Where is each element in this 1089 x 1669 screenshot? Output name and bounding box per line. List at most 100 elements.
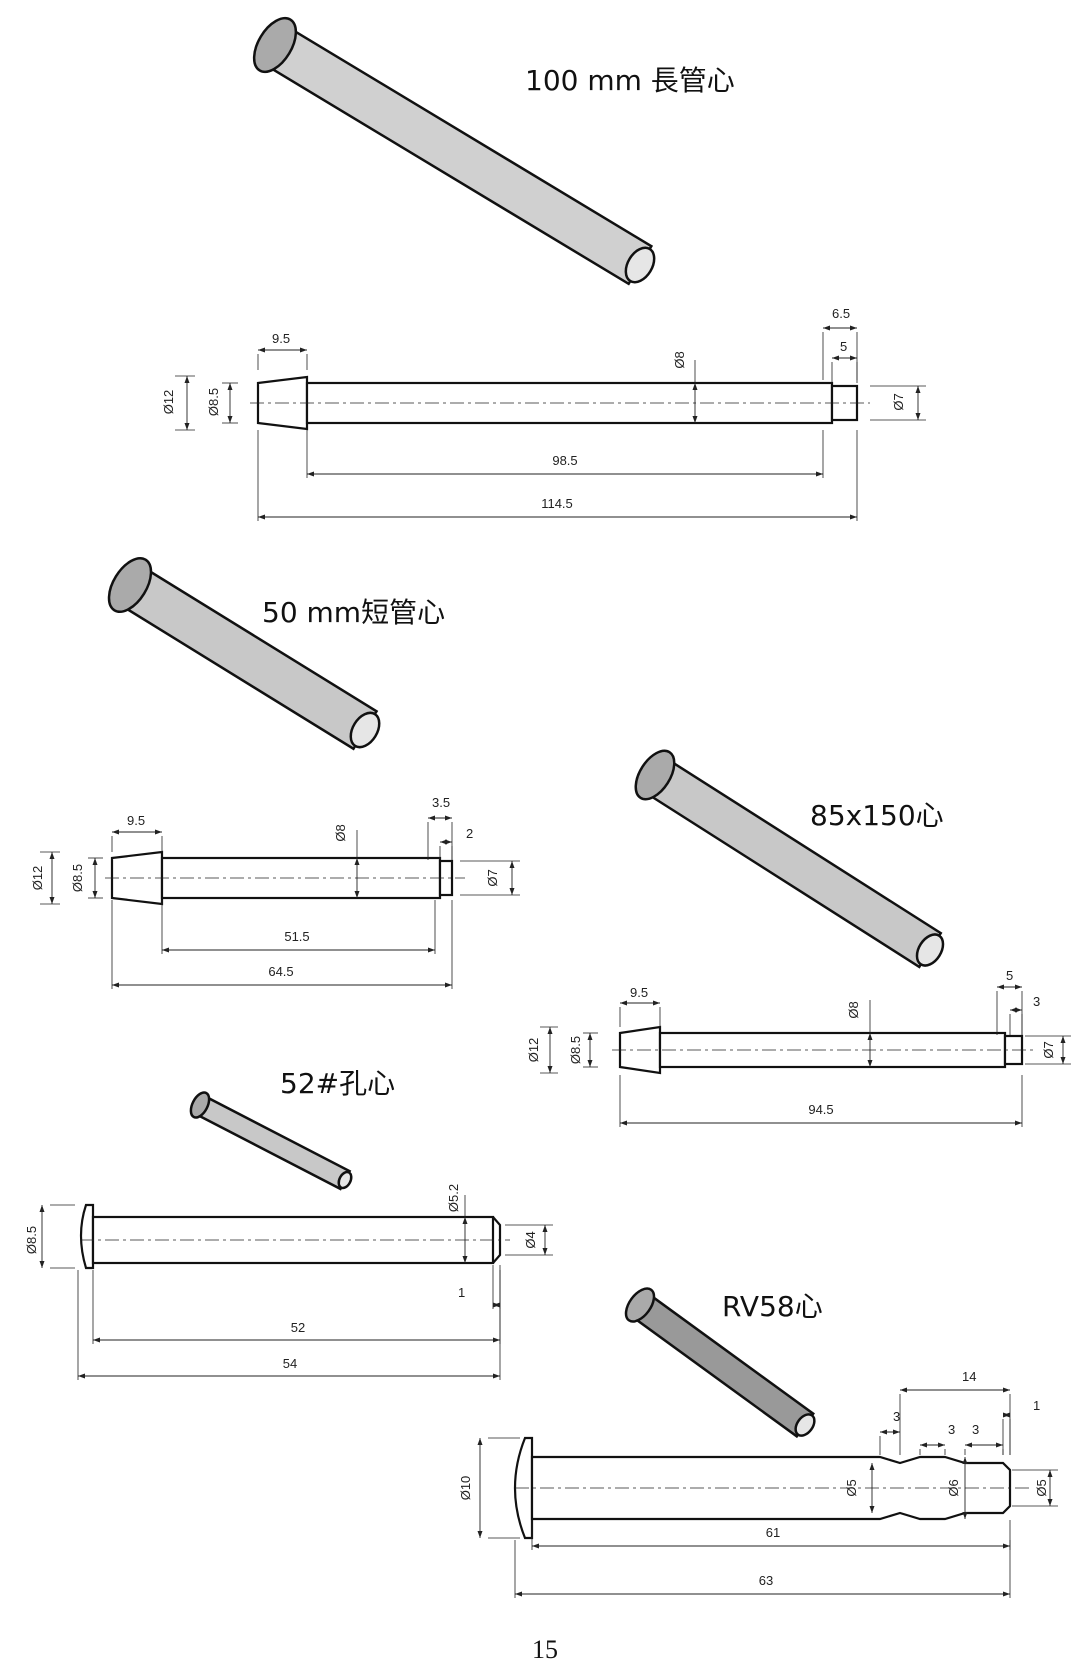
arrowhead: [915, 386, 921, 393]
dim-label: 54: [283, 1356, 297, 1371]
dim-label: 52: [291, 1320, 305, 1335]
arrowhead: [354, 858, 360, 865]
arrowhead: [493, 1337, 500, 1343]
arrowhead: [1015, 1120, 1022, 1126]
dim-label: 6.5: [832, 306, 850, 321]
arrowhead: [477, 1438, 483, 1445]
dim-label: Ø10: [458, 1476, 473, 1501]
dim-label: 3.5: [432, 795, 450, 810]
arrowhead: [1003, 1412, 1010, 1418]
arrowhead: [915, 413, 921, 420]
arrowhead: [850, 514, 857, 520]
dim-label: Ø12: [30, 866, 45, 891]
arrowhead: [542, 1225, 548, 1232]
rod-3d-long-head: [252, 16, 298, 74]
arrowhead: [532, 1543, 539, 1549]
arrowhead: [547, 1027, 553, 1034]
dim-label: 14: [962, 1369, 976, 1384]
dim-label: Ø8.5: [70, 864, 85, 892]
arrowhead: [49, 897, 55, 904]
arrowhead: [39, 1205, 45, 1212]
arrowhead: [93, 1337, 100, 1343]
arrowhead: [445, 815, 452, 821]
dim-label: Ø6: [946, 1479, 961, 1496]
arrowhead: [515, 1591, 522, 1597]
arrowhead: [869, 1506, 875, 1513]
arrowhead: [92, 858, 98, 865]
dim-label: Ø7: [485, 869, 500, 886]
dim-label: 3: [893, 1409, 900, 1424]
arrowhead: [445, 839, 452, 845]
arrowhead: [1003, 1387, 1010, 1393]
arrowhead: [547, 1066, 553, 1073]
rod-3d-rv58-end: [794, 1413, 816, 1437]
arrowhead: [300, 347, 307, 353]
part-title: 52#孔心: [280, 1067, 395, 1100]
arrowhead: [692, 383, 698, 390]
dim-label: 1: [1033, 1398, 1040, 1413]
rod-3d-85x150-end: [915, 933, 945, 967]
arrowhead: [620, 1000, 627, 1006]
arrowhead: [493, 1373, 500, 1379]
arrowhead: [509, 888, 515, 895]
arrowhead: [962, 1457, 968, 1464]
arrowhead: [462, 1217, 468, 1224]
arrowhead: [587, 1033, 593, 1040]
arrowhead: [1015, 1007, 1022, 1013]
arrowhead: [462, 1256, 468, 1263]
rod-3d-short: [116, 564, 379, 751]
arrowhead: [184, 376, 190, 383]
rod-3d-long-end: [624, 246, 656, 284]
arrowhead: [869, 1463, 875, 1470]
arrowhead: [428, 815, 435, 821]
arrowhead: [997, 984, 1004, 990]
arrowhead: [900, 1387, 907, 1393]
arrowhead: [850, 355, 857, 361]
rod-3d-52-end: [337, 1170, 353, 1190]
arrowhead: [542, 1248, 548, 1255]
arrowhead: [258, 347, 265, 353]
part-title: 100 mm 長管心: [525, 64, 735, 97]
dim-label: Ø5: [844, 1479, 859, 1496]
arrowhead: [938, 1442, 945, 1448]
arrowhead: [1015, 984, 1022, 990]
dim-label: 94.5: [808, 1102, 833, 1117]
dim-label: Ø12: [161, 390, 176, 415]
part-title: 50 mm短管心: [262, 596, 445, 629]
dim-label: Ø7: [1041, 1041, 1056, 1058]
dim-label: Ø5.2: [446, 1184, 461, 1212]
arrowhead: [1060, 1036, 1066, 1043]
arrowhead: [653, 1000, 660, 1006]
part-title: RV58心: [722, 1290, 823, 1323]
arrowhead: [1047, 1499, 1053, 1506]
arrowhead: [620, 1120, 627, 1126]
arrowhead: [78, 1373, 85, 1379]
arrowhead: [1003, 1543, 1010, 1549]
rod-flange: [79, 1203, 95, 1270]
page-number: 15: [532, 1635, 558, 1664]
dim-label: Ø8: [672, 351, 687, 368]
arrowhead: [587, 1060, 593, 1067]
arrowhead: [509, 861, 515, 868]
arrowhead: [962, 1512, 968, 1519]
rod-3d-85x150: [642, 756, 943, 969]
arrowhead: [893, 1429, 900, 1435]
drawing-geometry: [39, 16, 1071, 1598]
dim-label: 64.5: [268, 964, 293, 979]
dim-label: 63: [759, 1573, 773, 1588]
arrowhead: [354, 891, 360, 898]
arrowhead: [1060, 1057, 1066, 1064]
dim-label: 9.5: [630, 985, 648, 1000]
dim-label: 3: [1033, 994, 1040, 1009]
arrowhead: [49, 852, 55, 859]
rod-3d-short-head: [107, 557, 153, 613]
arrowhead: [39, 1261, 45, 1268]
arrowhead: [493, 1302, 500, 1308]
arrowhead: [692, 416, 698, 423]
arrowhead: [92, 891, 98, 898]
arrowhead: [162, 947, 169, 953]
arrowhead: [965, 1442, 972, 1448]
arrowhead: [816, 471, 823, 477]
arrowhead: [1003, 1591, 1010, 1597]
